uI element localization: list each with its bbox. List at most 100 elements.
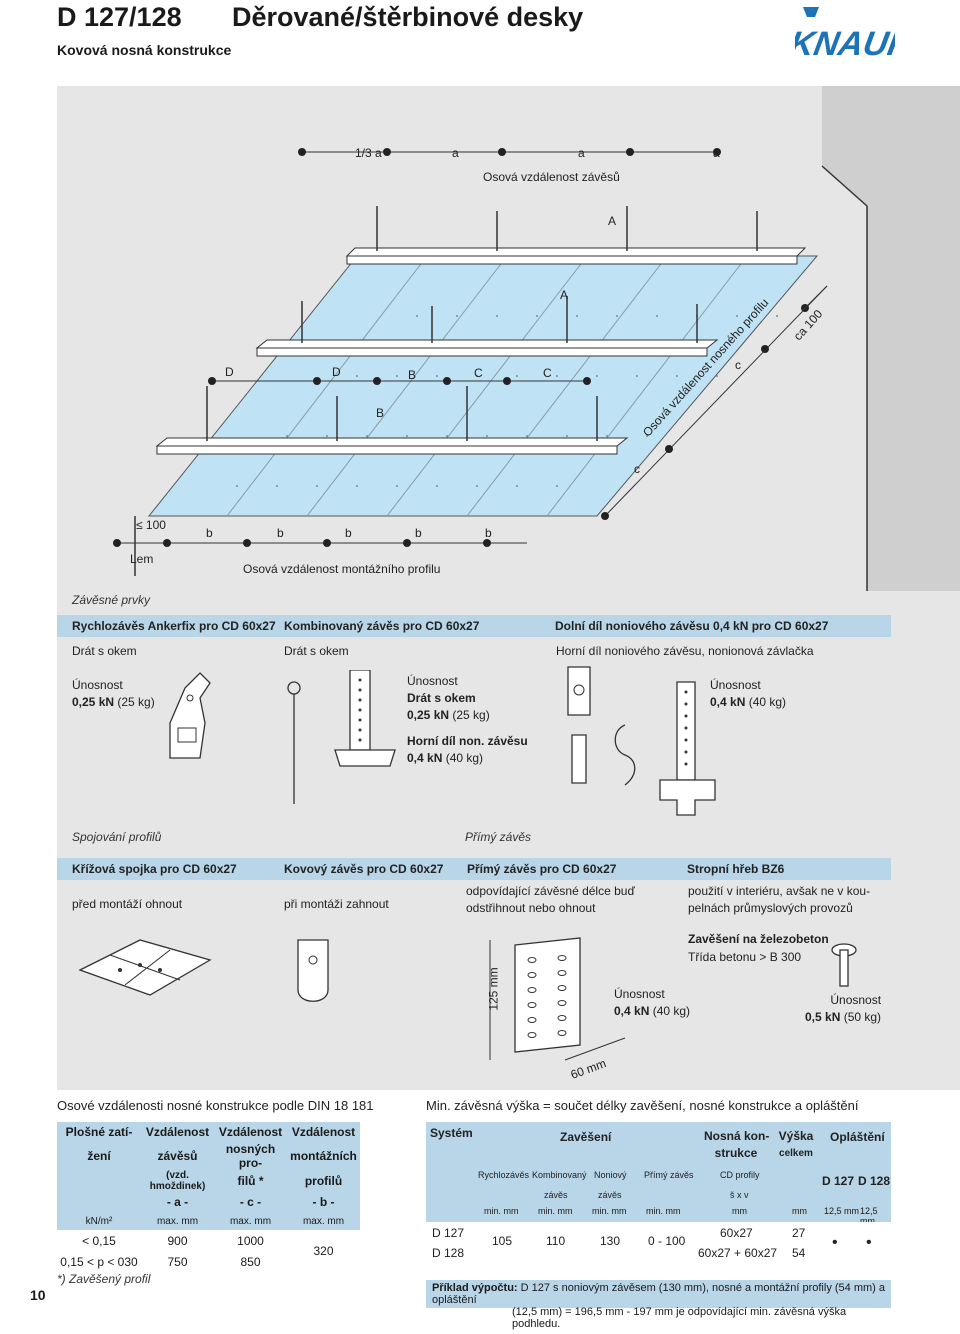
- capacity-kg: (25 kg): [452, 708, 490, 722]
- th: montážních: [290, 1149, 357, 1163]
- hanger-sub-3: Horní díl noniového závěsu, nonionová zá…: [556, 644, 814, 658]
- unit-cell: max. mm: [156, 1215, 199, 1227]
- value-cell: 105: [492, 1234, 513, 1248]
- capacity-label: Únosnost: [72, 678, 123, 692]
- th-line: strukce: [714, 1146, 758, 1160]
- dim-max-100: ≤ 100: [136, 518, 166, 532]
- example-label: Příklad výpočtu:: [432, 1282, 518, 1294]
- hanger-distance-caption: Osová vzdálenost závěsů: [483, 170, 620, 184]
- direct-hanger-illustration: [489, 937, 626, 1061]
- cell: 850: [240, 1254, 261, 1269]
- unit-cell: 12,5 mm: [824, 1206, 860, 1216]
- height-cell: 54: [792, 1246, 806, 1260]
- dim-b: b: [277, 526, 284, 540]
- capacity-block-nail: Únosnost 0,5 kN (50 kg): [805, 992, 881, 1026]
- desc-cross-connector: před montáží ohnout: [72, 897, 183, 911]
- metal-hanger-illustration: [297, 939, 329, 1002]
- combined-hanger-illustration: [334, 670, 396, 767]
- th: - c -: [239, 1195, 262, 1209]
- section-label-direct-hanger: Přímý závěs: [465, 830, 532, 844]
- unit-cell: min. mm: [646, 1206, 681, 1216]
- footnote: *) Zavěšený profil: [57, 1272, 151, 1286]
- label-d: D: [332, 365, 341, 379]
- label-c: c: [634, 462, 640, 476]
- capacity-kn: 0,4 kN: [710, 695, 746, 709]
- ceiling-nail-illustration: [831, 943, 857, 987]
- capacity-label: Únosnost: [830, 993, 882, 1007]
- doc-code: D 127/128: [57, 2, 182, 32]
- capacity-kn: 0,25 kN: [407, 708, 450, 722]
- unit-cell: mm: [792, 1206, 807, 1216]
- th: filů *: [237, 1174, 264, 1188]
- capacity-kg: (40 kg): [652, 1004, 691, 1018]
- table1: Plošné zatí- Vzdálenost Vzdálenost Vzdál…: [57, 1122, 360, 1272]
- dim-a: a: [713, 146, 720, 160]
- th: - b -: [312, 1195, 335, 1209]
- joining-title-2: Kovový závěs pro CD 60x27: [284, 862, 444, 876]
- th: žení: [87, 1149, 111, 1163]
- value-cell: 130: [600, 1234, 621, 1248]
- desc-line: použití v interiéru, avšak ne v kou-: [688, 884, 871, 898]
- joining-header-bar: Křížová spojka pro CD 60x27 Kovový závěs…: [57, 858, 891, 880]
- th-d128: D 128: [858, 1174, 891, 1188]
- desc-line: pelnách průmyslových provozů: [688, 901, 853, 915]
- calculation-example: Příklad výpočtu: D 127 s noniovým závěse…: [426, 1280, 891, 1330]
- label-b: B: [376, 406, 385, 420]
- spacing-table: Plošné zatí- Vzdálenost Vzdálenost Vzdál…: [57, 1122, 360, 1272]
- th-sub: Přímý závěs: [644, 1170, 694, 1180]
- dim-125mm: 125 mm: [486, 967, 501, 1011]
- section-label-hangers: Závěsné prvky: [72, 593, 151, 607]
- example-line: D 127 s noniovým závěsem (130 mm), nosné…: [432, 1282, 885, 1306]
- th-system: Systém: [430, 1126, 473, 1140]
- capacity-label: Únosnost: [614, 987, 665, 1001]
- dot-cell: •: [866, 1234, 872, 1251]
- desc-direct-hanger: odpovídající závěsné délce buď odstřihno…: [466, 883, 635, 917]
- dim-a: a: [578, 146, 585, 160]
- unit-cell: kN/m²: [85, 1215, 113, 1227]
- th: - a -: [166, 1195, 189, 1209]
- joining-title-1: Křížová spojka pro CD 60x27: [72, 862, 237, 876]
- section-label-joining: Spojování profilů: [72, 830, 162, 844]
- capacity-kg: (40 kg): [445, 751, 484, 765]
- page-number: 10: [30, 1287, 46, 1303]
- cell: 750: [167, 1254, 188, 1269]
- doc-subtitle: Kovová nosná konstrukce: [57, 42, 232, 58]
- nonius-upper-illustration: [567, 666, 591, 784]
- th: Plošné zatí-: [65, 1125, 133, 1139]
- th-zaveseni: Zavěšení: [560, 1130, 612, 1144]
- unit-cell: max. mm: [229, 1215, 272, 1227]
- system-cell: D 128: [432, 1246, 465, 1260]
- capacity-kg: (40 kg): [748, 695, 787, 709]
- dim-b: b: [415, 526, 422, 540]
- unit-cell: mm: [732, 1206, 747, 1216]
- th-vyska: Výška celkem: [776, 1128, 816, 1162]
- label-c: c: [735, 358, 741, 372]
- capacity-block-2: Únosnost Drát s okem 0,25 kN (25 kg) Hor…: [407, 673, 528, 767]
- th: (vzd. hmoždinek): [149, 1170, 206, 1192]
- cell: 0,15 < p < 030: [60, 1254, 138, 1269]
- cell: 1000: [237, 1233, 264, 1248]
- label-d: D: [225, 365, 234, 379]
- capacity-kn: 0,5 kN: [805, 1010, 841, 1024]
- th: Vzdálenost: [218, 1125, 283, 1139]
- capacity-label: Únosnost: [710, 678, 761, 692]
- lem-label: Lem: [130, 552, 154, 566]
- nonius-pin-illustration: [614, 724, 636, 786]
- dim-b: b: [345, 526, 352, 540]
- capacity-kg: (25 kg): [117, 695, 155, 709]
- dim-a: a: [452, 146, 459, 160]
- hangers-header-bar: Rychlozávěs Ankerfix pro CD 60x27 Kombin…: [57, 615, 891, 637]
- cell: < 0,15: [82, 1233, 116, 1248]
- label-c: C: [474, 366, 483, 380]
- ankerfix-hanger-illustration: [169, 672, 211, 759]
- unit-cell: min. mm: [484, 1206, 519, 1216]
- th: nosných pro-: [225, 1142, 276, 1170]
- desc-ceiling-nail: použití v interiéru, avšak ne v kou- pel…: [688, 883, 870, 917]
- wire-label: Drát s okem: [407, 691, 476, 705]
- value-cell: 110: [546, 1234, 566, 1248]
- th-line: celkem: [779, 1148, 813, 1159]
- th-sub: závěs: [544, 1190, 568, 1200]
- th-line: Nosná kon-: [704, 1129, 770, 1143]
- height-cell: 27: [792, 1226, 806, 1240]
- table2: Systém Zavěšení Nosná kon- strukce Výška…: [426, 1122, 891, 1262]
